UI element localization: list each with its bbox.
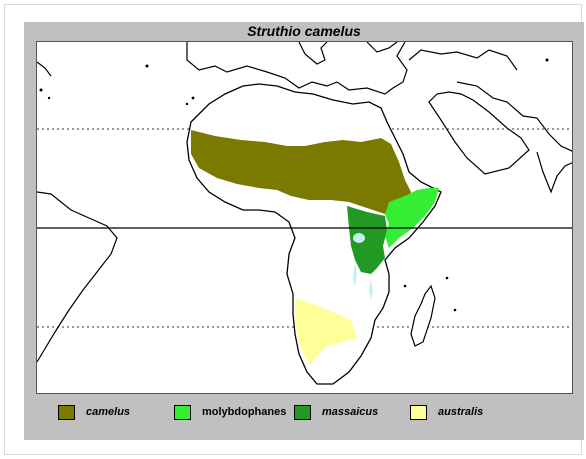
range-map bbox=[36, 41, 573, 394]
legend-label-molybdophanes: molybdophanes bbox=[202, 406, 287, 418]
balkans-coastline bbox=[366, 42, 398, 53]
island-dot bbox=[47, 96, 51, 100]
lake-tanganyika bbox=[353, 262, 357, 288]
legend-swatch-massaicus bbox=[294, 404, 311, 420]
legend-swatch-molybdophanes bbox=[174, 404, 191, 420]
legend-label-camelus: camelus bbox=[86, 406, 131, 418]
caribbean-coastline bbox=[37, 61, 52, 77]
arabia-coastline bbox=[428, 91, 530, 175]
range-australis bbox=[295, 298, 357, 364]
range-massaicus bbox=[347, 206, 387, 274]
legend-item-molybdophanes: molybdophanes bbox=[174, 403, 286, 421]
range-molybdophanes bbox=[385, 188, 439, 248]
italy-coastline bbox=[298, 42, 328, 65]
india-coastline bbox=[536, 151, 572, 194]
legend-swatch-australis bbox=[410, 404, 427, 420]
legend-item-australis: australis bbox=[410, 403, 483, 421]
canary-islands bbox=[191, 96, 195, 100]
black-sea-coastline bbox=[408, 49, 518, 71]
lake-malawi bbox=[369, 278, 373, 300]
seychelles-islands bbox=[445, 276, 449, 280]
range-camelus bbox=[191, 130, 411, 214]
legend-label-massaicus: massaicus bbox=[322, 406, 379, 418]
europe-coastline bbox=[186, 42, 408, 95]
lake-victoria bbox=[353, 233, 365, 243]
mascarene-islands bbox=[453, 308, 457, 312]
island-dot bbox=[39, 88, 43, 92]
map-title: Struthio camelus bbox=[247, 23, 361, 39]
map-svg bbox=[37, 42, 572, 385]
legend-swatch-camelus bbox=[58, 404, 75, 420]
azores-islands bbox=[145, 64, 149, 68]
madagascar-coastline bbox=[410, 284, 436, 347]
island-dot bbox=[545, 58, 549, 62]
persia-coastline bbox=[456, 81, 572, 152]
legend-label-australis: australis bbox=[438, 406, 484, 418]
legend-item-camelus: camelus bbox=[58, 403, 130, 421]
legend-item-massaicus: massaicus bbox=[294, 403, 378, 421]
map-legend: camelus molybdophanes massaicus australi… bbox=[24, 400, 584, 426]
canary-islands bbox=[185, 102, 189, 106]
south-america-coastline bbox=[37, 191, 118, 363]
comoros-islands bbox=[403, 284, 407, 288]
